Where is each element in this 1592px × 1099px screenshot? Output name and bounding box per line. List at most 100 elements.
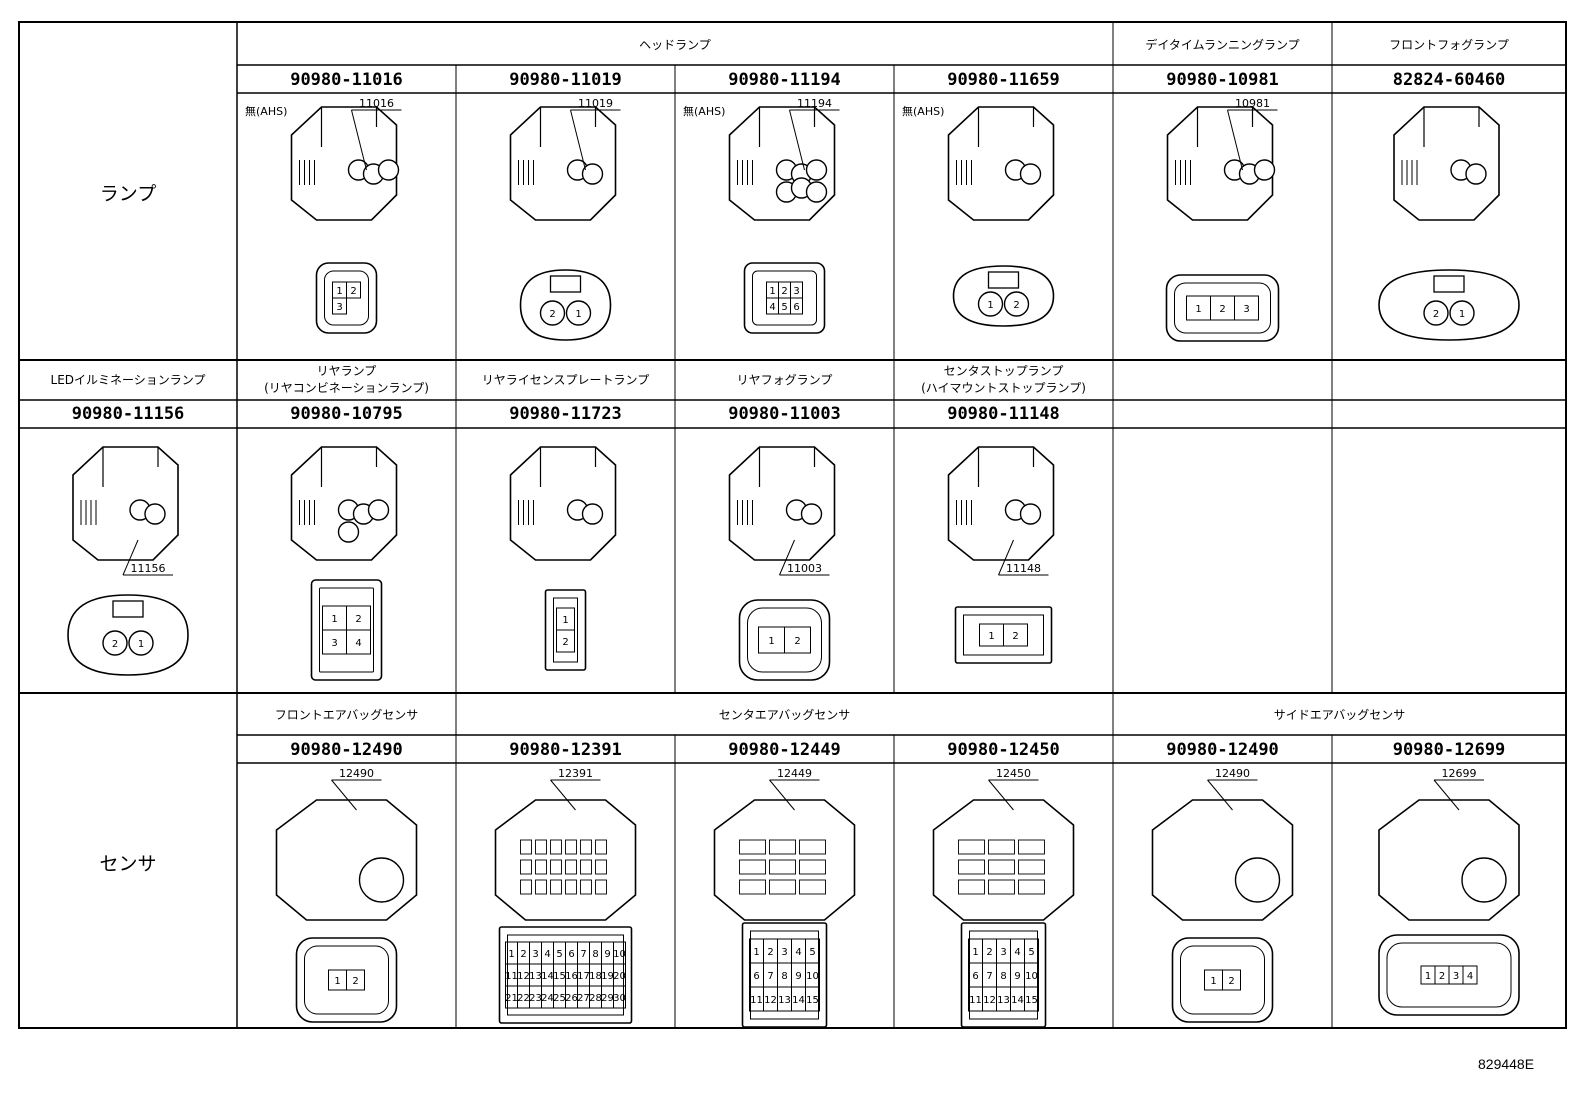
pin-number: 1: [768, 636, 774, 647]
pin-number: 8: [781, 971, 787, 982]
category-label-lamp: ランプ: [100, 183, 156, 205]
pin-number: 2: [781, 286, 787, 297]
variant-note: 無(AHS): [683, 104, 725, 118]
callout-number: 12450: [996, 767, 1031, 780]
pin-number: 16: [565, 971, 578, 982]
part-number: 90980-10795: [290, 404, 403, 424]
variant-note: 無(AHS): [245, 104, 287, 118]
pin-number: 1: [334, 976, 340, 987]
pin-number: 14: [541, 971, 554, 982]
pin-number: 11: [969, 995, 982, 1006]
part-number: 90980-11148: [947, 404, 1060, 424]
part-number: 90980-11156: [72, 404, 185, 424]
pin-number: 8: [1000, 971, 1006, 982]
pin-number: 4: [1467, 971, 1473, 982]
part-number: 90980-11194: [728, 70, 841, 90]
pin-number: 7: [767, 971, 773, 982]
group-header: フロントエアバッグセンサ: [275, 708, 419, 722]
pin-number: 28: [589, 993, 602, 1004]
pin-number: 2: [1219, 304, 1225, 315]
pin-number: 2: [1012, 631, 1018, 642]
pin-number: 1: [1195, 304, 1201, 315]
pin-number: 3: [1243, 304, 1249, 315]
pin-number: 27: [577, 993, 590, 1004]
pin-number: 1: [1459, 309, 1465, 320]
pin-number: 13: [778, 995, 791, 1006]
pin-number: 15: [806, 995, 819, 1006]
column-header-sub: (リヤコンビネーションランプ): [264, 381, 429, 395]
pin-number: 13: [529, 971, 542, 982]
pin-number: 2: [1228, 976, 1234, 987]
pin-number: 1: [575, 309, 581, 320]
pin-number: 4: [769, 302, 775, 313]
pin-number: 11: [505, 971, 518, 982]
callout-number: 10981: [1235, 97, 1270, 110]
pin-number: 1: [331, 614, 337, 625]
pin-number: 10: [806, 971, 819, 982]
column-header: リヤフォグランプ: [737, 373, 833, 387]
callout-number: 12449: [777, 767, 812, 780]
pin-number: 12: [983, 995, 996, 1006]
pin-number: 15: [553, 971, 566, 982]
pin-number: 9: [604, 949, 610, 960]
connector-cell: 90980-10981 10981 1 2 3: [1165, 70, 1280, 342]
pin-number: 2: [1439, 971, 1445, 982]
callout-number: 11016: [359, 97, 394, 110]
part-number: 90980-11003: [728, 404, 841, 424]
callout-number: 11194: [797, 97, 832, 110]
column-header: センタストップランプ: [944, 364, 1064, 378]
pin-number: 6: [972, 971, 978, 982]
pin-number: 6: [568, 949, 574, 960]
pin-number: 1: [988, 631, 994, 642]
column-header-sub: (ハイマウントストップランプ): [921, 381, 1086, 395]
part-number: 90980-12391: [509, 740, 622, 760]
pin-number: 25: [553, 993, 566, 1004]
pin-number: 17: [577, 971, 590, 982]
pin-number: 4: [795, 947, 801, 958]
pin-number: 2: [794, 636, 800, 647]
pin-number: 22: [517, 993, 530, 1004]
part-number: 90980-12449: [728, 740, 841, 760]
pin-number: 23: [529, 993, 542, 1004]
pin-number: 2: [350, 286, 356, 297]
pin-number: 1: [1425, 971, 1431, 982]
part-number: 90980-11016: [290, 70, 403, 90]
part-number: 90980-11019: [509, 70, 622, 90]
pin-number: 4: [355, 638, 361, 649]
pin-number: 29: [601, 993, 614, 1004]
pin-number: 2: [1433, 309, 1439, 320]
part-number: 90980-12450: [947, 740, 1060, 760]
pin-number: 4: [1014, 947, 1020, 958]
pin-number: 8: [592, 949, 598, 960]
pin-number: 18: [589, 971, 602, 982]
pin-number: 9: [1014, 971, 1020, 982]
pin-number: 13: [997, 995, 1010, 1006]
category-label-sensor: センサ: [99, 853, 156, 875]
pin-number: 14: [792, 995, 805, 1006]
pin-number: 1: [987, 300, 993, 311]
pin-number: 1: [1210, 976, 1216, 987]
part-number: 90980-10981: [1166, 70, 1279, 90]
pin-number: 2: [352, 976, 358, 987]
pin-number: 2: [767, 947, 773, 958]
part-number: 90980-11723: [509, 404, 622, 424]
pin-number: 1: [769, 286, 775, 297]
pin-number: 5: [781, 302, 787, 313]
pin-number: 11: [750, 995, 763, 1006]
pin-number: 1: [138, 639, 144, 650]
group-header: サイドエアバッグセンサ: [1274, 708, 1406, 722]
column-header: リヤランプ: [317, 364, 377, 378]
pin-number: 1: [336, 286, 342, 297]
